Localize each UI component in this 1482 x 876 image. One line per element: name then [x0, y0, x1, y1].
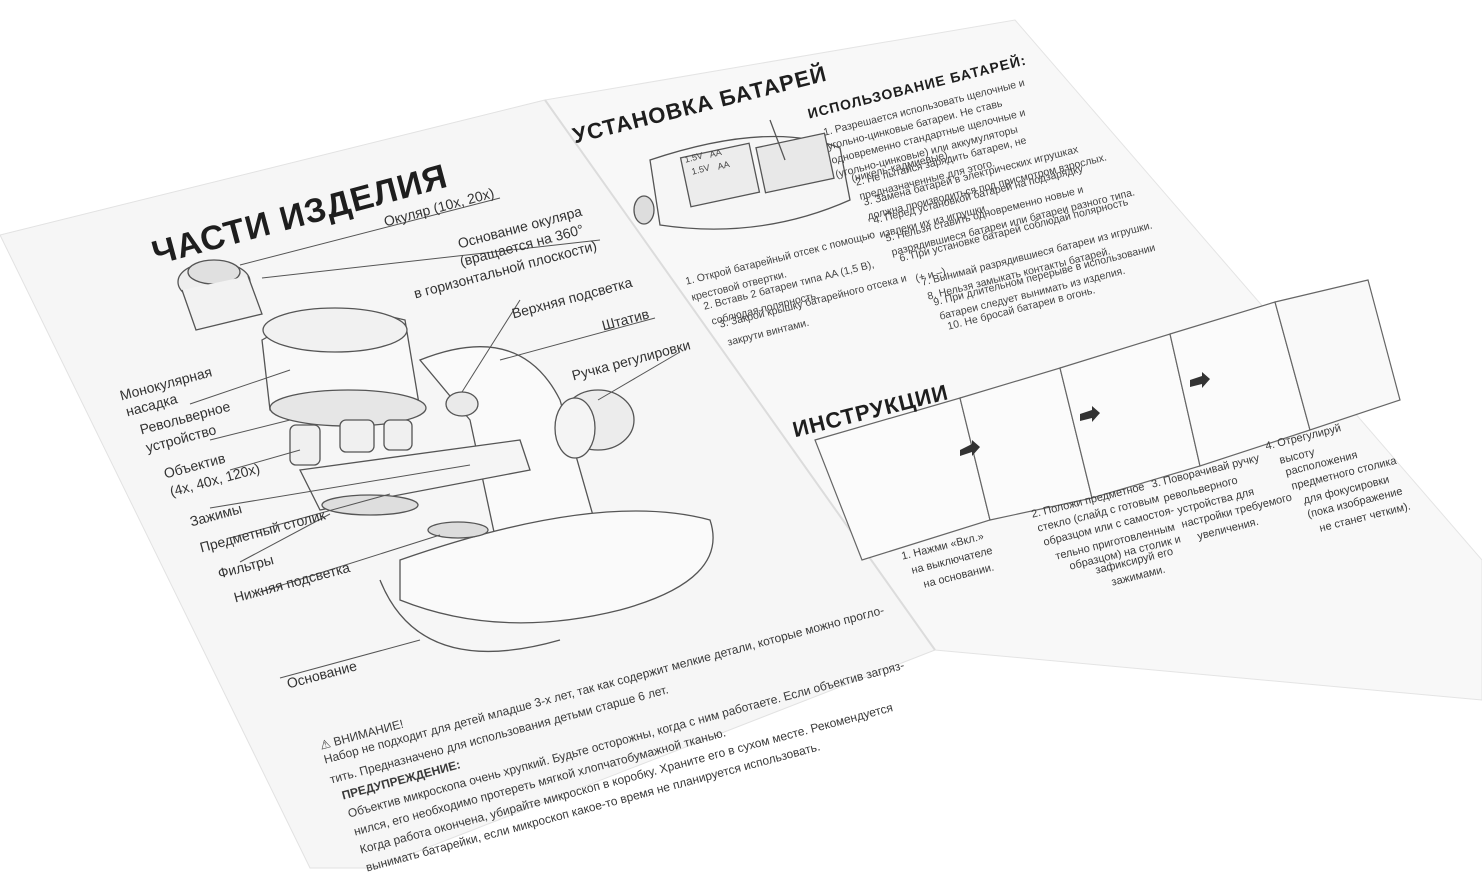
microscope-drawing — [177, 259, 714, 652]
leader-lines — [189, 197, 681, 679]
battery-compartment-drawing — [633, 119, 851, 230]
arrow-icons — [960, 372, 1210, 456]
instruction-panels — [814, 279, 1401, 561]
